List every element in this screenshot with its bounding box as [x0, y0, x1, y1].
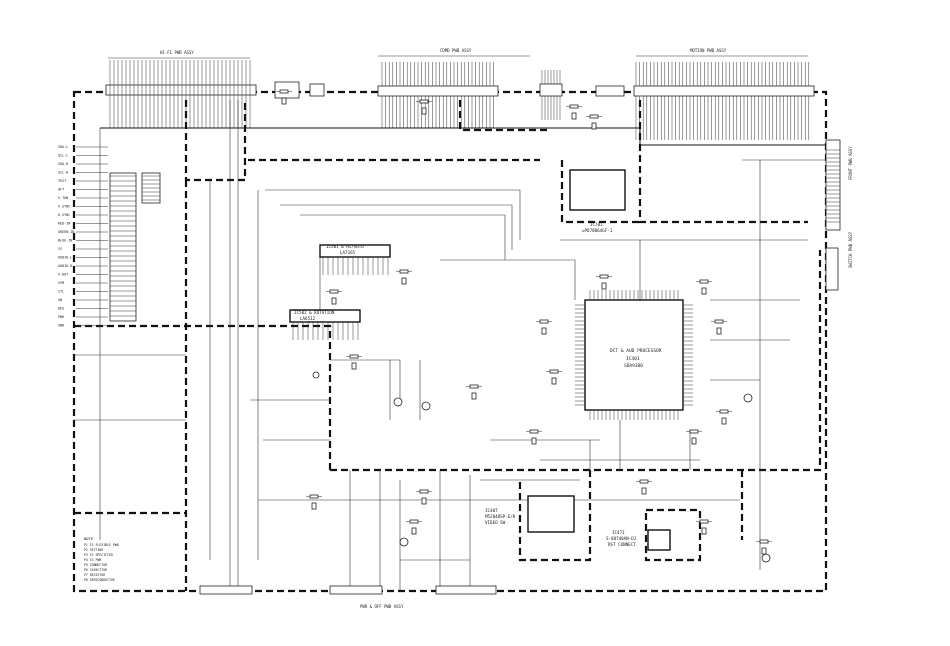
note-line: P6 CAPACITOR [84, 568, 107, 572]
connector-bottom-label: PWR & OFF PWB ASSY [360, 604, 404, 609]
ic407-label-1: IC407 [485, 508, 498, 513]
ic407-label-2: M52040SP-E/K [485, 514, 516, 519]
ic401-label-2: IC401 [626, 356, 640, 362]
left-signal-label: AUDIO-R [58, 264, 73, 268]
ic701-label-1: IC701 [590, 222, 603, 227]
left-signal-label: SDA-H [58, 162, 68, 166]
ic471-label-2: S-80740AN-DJ [606, 536, 636, 541]
connector-top-right: MOTION PWB ASSY [595, 48, 815, 97]
transistors [312, 371, 771, 563]
component-clusters [276, 89, 772, 555]
ic407-label-3: VIDEO SW [485, 520, 506, 525]
connector-right-middle: SWITCH PWB ASSY [825, 231, 853, 291]
left-signal-label: SCL-H [58, 171, 68, 175]
ic471-label-3: RST CONNECT [608, 542, 636, 547]
connector-top-right-label: MOTION PWB ASSY [690, 48, 727, 53]
note-line: P1 IS FLEXIBLE PWB [84, 543, 119, 547]
note-line: P2 SETTING [84, 548, 103, 552]
connector-top-left-label: HI-FI PWB ASSY [160, 50, 194, 55]
ic471-label-1: IC471 [612, 530, 625, 535]
left-signal-label: DEG [58, 307, 64, 311]
note-line: P5 CONNECTOR [84, 563, 107, 567]
ic701-label-2: uPD78064GF-1 [582, 228, 613, 233]
left-signal-label: GREEN-IN [58, 230, 74, 234]
note-line: P4 IS PWB [84, 558, 101, 562]
left-signal-label: BLUE-IN [58, 239, 72, 243]
notes-title: NOTE [84, 536, 94, 541]
left-signal-label: H-SYNC [58, 213, 70, 217]
ic501-label-2: LA7165 [340, 250, 356, 255]
ic502-label-2: LA6512 [300, 316, 316, 321]
register-table [109, 172, 161, 322]
left-signal-label: V-TUN [58, 196, 68, 200]
left-signal-label: PWR [58, 315, 65, 319]
ic401-main-processor: DCT & AUD PROCESSOR IC401 SDA9380 [575, 290, 693, 420]
left-signal-label: V-OUT [58, 273, 68, 277]
left-signal-label: TEST [58, 179, 66, 183]
note-line: P8 SEMICONDUCTOR [84, 578, 115, 582]
left-signal-label: SDA-L [58, 145, 68, 149]
ic701-micro: IC701 uPD78064GF-1 [569, 169, 626, 233]
left-signal-label: V-SYNC [58, 205, 70, 209]
left-signal-label: SW [58, 298, 63, 302]
connector-top-center-label: CDMD PWB ASSY [440, 48, 472, 53]
left-signal-label: AFT [58, 188, 64, 192]
ic501-label-1: IC501 & HI/AUTO [326, 244, 364, 249]
note-line: P3 IS SPECIFIED [84, 553, 113, 557]
connector-right-upper: FRONT PWB ASSY [825, 139, 853, 231]
left-signal-label: YS [58, 247, 62, 251]
left-signal-label: SVM [58, 281, 64, 285]
ic407-video-switch: IC407 M52040SP-E/K VIDEO SW [485, 495, 575, 533]
ic502-rotation: IC502 & ROTATION LA6512 [289, 309, 361, 340]
dashed-blocks [74, 100, 822, 591]
connector-top-center: CDMD PWB ASSY [377, 48, 563, 97]
ic401-label-3: SDA9380 [624, 363, 643, 369]
ic501-chroma: IC501 & HI/AUTO LA7165 [319, 244, 391, 275]
left-signal-label: GND [58, 324, 64, 328]
left-signal-label: SCL-L [58, 154, 68, 158]
left-signal-label: CTL [58, 290, 64, 294]
left-signal-label: AUDIO-L [58, 256, 72, 260]
connector-right-upper-label: FRONT PWB ASSY [848, 146, 853, 180]
ic401-label-1: DCT & AUD PROCESSOR [610, 348, 662, 354]
left-signal-label: RED-IN [58, 222, 70, 226]
note-line: P7 RESISTOR [84, 573, 105, 577]
ic471-reset: IC471 S-80740AN-DJ RST CONNECT [606, 529, 671, 551]
connector-right-middle-label: SWITCH PWB ASSY [848, 231, 853, 268]
wiring [74, 100, 826, 590]
connector-bottom: PWR & OFF PWB ASSY [199, 585, 497, 609]
ic502-label-1: IC502 & ROTATION [294, 310, 335, 315]
left-signal-labels: SDA-L SCL-L SDA-H SCL-H TEST AFT V-TUN V-SYNC H-… [58, 145, 108, 328]
